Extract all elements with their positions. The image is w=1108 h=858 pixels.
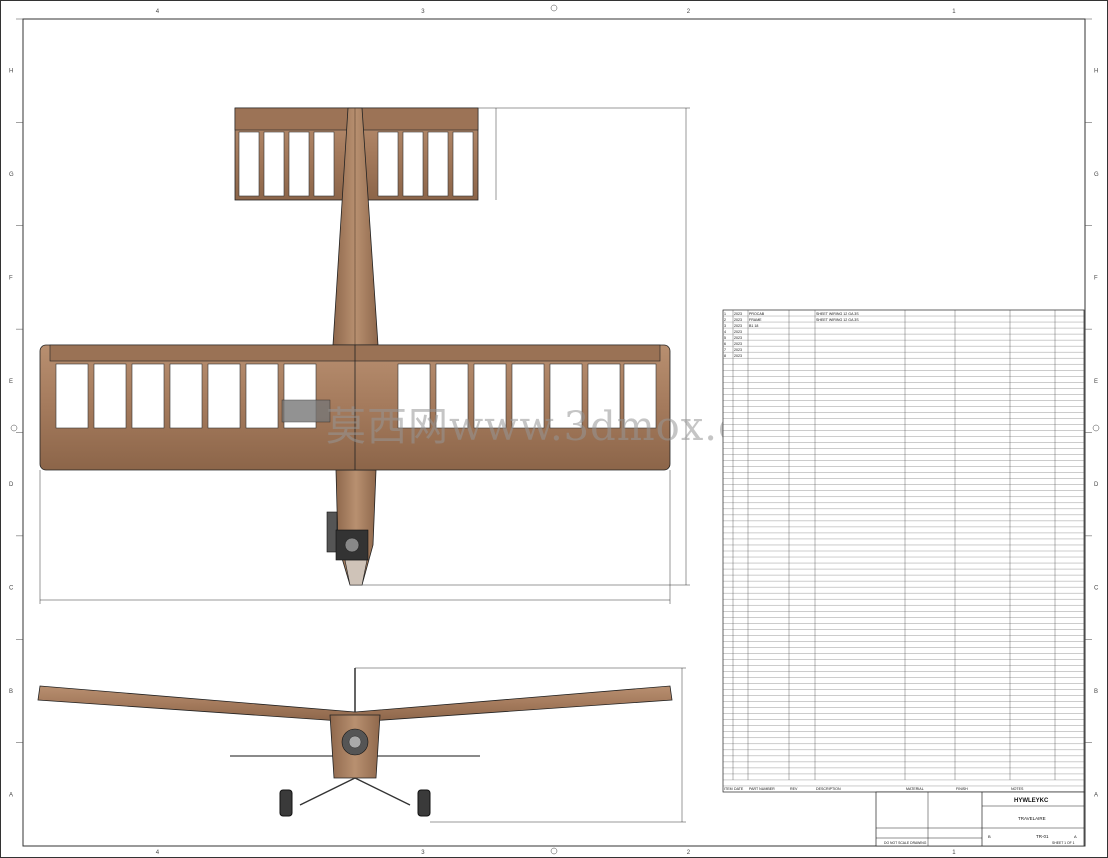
zone-letter-left: A xyxy=(9,792,13,798)
bom-header-cell: DATE xyxy=(734,787,744,791)
zone-number-bottom: 3 xyxy=(421,850,425,856)
stab-rib-bay xyxy=(452,131,474,197)
bom-cell: 5 xyxy=(724,336,726,340)
zone-letter-right: B xyxy=(1094,689,1098,695)
bom-cell: 2023 xyxy=(734,342,742,346)
stab-rib-bay xyxy=(377,131,399,197)
dimension-lines-top xyxy=(39,107,690,604)
wing-rib-bay xyxy=(93,363,127,429)
dimension-lines-front xyxy=(355,667,686,823)
bom-cell: SHEET WIRING 12 GA 3S xyxy=(816,318,859,322)
bom-cell: 2023 xyxy=(734,324,742,328)
zone-letter-left: H xyxy=(9,69,13,75)
zone-letter-left: G xyxy=(9,172,14,178)
zone-letter-right: F xyxy=(1094,275,1098,281)
bom-cell: 2023 xyxy=(734,336,742,340)
main-wing-top xyxy=(39,344,671,471)
zone-letter-right: C xyxy=(1094,586,1099,592)
sheet-number: SHEET 1 OF 1 xyxy=(1052,841,1075,845)
stab-rib-bay xyxy=(263,131,285,197)
fuselage-top xyxy=(326,107,379,586)
zone-letter-right: D xyxy=(1094,482,1099,488)
stab-rib-bay xyxy=(313,131,335,197)
bom-cell: 4 xyxy=(724,330,726,334)
bom-cell: 1 xyxy=(724,312,726,316)
wing-rib-bay xyxy=(397,363,431,429)
wing-rib-bay xyxy=(473,363,507,429)
title-block: HYWLEYKC TRAVELAIRE B TR-01 A SHEET 1 OF… xyxy=(875,791,1085,847)
zone-letter-left: D xyxy=(9,482,14,488)
bom-cell: 2023 xyxy=(734,318,742,322)
right-wheel xyxy=(417,789,431,817)
stab-rib-bay xyxy=(238,131,260,197)
zone-number-top: 2 xyxy=(687,9,691,15)
zone-letter-left: C xyxy=(9,586,14,592)
bom-cell: SHEET WIRING 12 GA 3S xyxy=(816,312,859,316)
left-wheel xyxy=(279,789,293,817)
company-name: HYWLEYKC xyxy=(1014,798,1049,804)
wing-rib-bay xyxy=(245,363,279,429)
wing-rib-bay xyxy=(435,363,469,429)
stab-rib-bay xyxy=(402,131,424,197)
dwg-number: TR-01 xyxy=(1036,834,1049,839)
bom-header-cell: ITEM xyxy=(724,787,733,791)
stab-rib-bay xyxy=(288,131,310,197)
wing-rib-bay xyxy=(587,363,621,429)
stab-rib-bays xyxy=(238,131,474,197)
bom-cell: 6 xyxy=(724,342,726,346)
bom-cell: 3 xyxy=(724,324,726,328)
wing-rib-bay xyxy=(131,363,165,429)
engine-cylinder xyxy=(326,511,338,553)
zone-letter-left: B xyxy=(9,689,13,695)
bom-cell: 2 xyxy=(724,318,726,322)
wing-rib-bay xyxy=(511,363,545,429)
zone-number-bottom: 4 xyxy=(156,850,160,856)
bom-header-cell: NOTES xyxy=(1011,787,1024,791)
scale-note: DO NOT SCALE DRAWING xyxy=(884,841,927,845)
wing-rib-bay xyxy=(207,363,241,429)
bom-header-cell: DESCRIPTION xyxy=(816,787,841,791)
size-value: B xyxy=(988,834,991,839)
wing-rib-bays xyxy=(55,363,657,429)
wing-rib-bay xyxy=(169,363,203,429)
zone-letter-right: A xyxy=(1094,792,1098,798)
zone-letter-right: H xyxy=(1094,69,1098,75)
bom-cell: B1 18 xyxy=(749,324,758,328)
bom-cell: 2023 xyxy=(734,330,742,334)
zone-letter-right: G xyxy=(1094,172,1099,178)
wing-rib-bay xyxy=(549,363,583,429)
rev-value: A xyxy=(1074,834,1077,839)
wing-rib-bay xyxy=(55,363,89,429)
stab-rib-bay xyxy=(427,131,449,197)
zone-letter-left: E xyxy=(9,379,13,385)
bom-header-cell: MATERIAL xyxy=(906,787,924,791)
bom-cell: 2023 xyxy=(734,354,742,358)
bom-header-cell: REV xyxy=(790,787,798,791)
zone-number-bottom: 2 xyxy=(687,850,691,856)
zone-number-top: 1 xyxy=(952,9,956,15)
top-view xyxy=(39,107,690,604)
front-view xyxy=(37,667,686,823)
zone-letter-right: E xyxy=(1094,379,1098,385)
bom-header-cell: PART NUMBER xyxy=(749,787,775,791)
bom-header-cell: FINISH xyxy=(956,787,968,791)
bom-cell: 7 xyxy=(724,348,726,352)
zone-number-top: 4 xyxy=(156,9,160,15)
zone-letter-left: F xyxy=(9,275,13,281)
zone-number-bottom: 1 xyxy=(952,850,956,856)
drawing-title: TRAVELAIRE xyxy=(1018,816,1046,821)
bom-cell: 2023 xyxy=(734,348,742,352)
bom-cell: FRAME xyxy=(749,318,762,322)
zone-number-top: 3 xyxy=(421,9,425,15)
bom-cell: 8 xyxy=(724,354,726,358)
wing-rib-bay xyxy=(623,363,657,429)
bom-cell: PROCAB xyxy=(749,312,765,316)
zone-marks: A A B B C C D D E E F F G G H H 1 1 2 2 3 3 4 4 xyxy=(9,4,1100,856)
bom-cell: 2023 xyxy=(734,312,742,316)
